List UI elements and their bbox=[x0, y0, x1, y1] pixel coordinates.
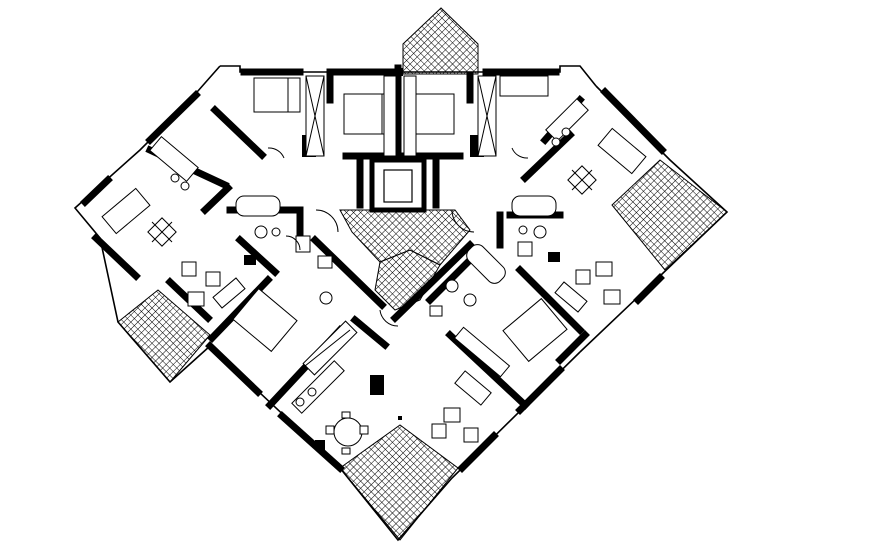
bedroom-south-east bbox=[453, 297, 568, 378]
bathroom-south bbox=[429, 244, 506, 317]
stair-landing-lower bbox=[374, 249, 441, 311]
dining-table bbox=[101, 187, 177, 247]
balcony-east bbox=[611, 159, 728, 271]
living-room bbox=[181, 261, 246, 309]
living-room-south bbox=[431, 370, 492, 443]
dining-table-south bbox=[325, 411, 369, 455]
door-swings bbox=[267, 147, 529, 327]
balcony-north bbox=[402, 7, 479, 75]
kitchen-east bbox=[545, 98, 589, 147]
kitchen-south bbox=[291, 360, 345, 414]
kitchen bbox=[149, 135, 199, 191]
elevator-car bbox=[383, 169, 413, 203]
living-room-east bbox=[554, 261, 621, 313]
bathroom bbox=[235, 195, 333, 305]
dining-table-east bbox=[567, 127, 647, 195]
bedroom bbox=[253, 75, 549, 157]
bathroom-east bbox=[511, 195, 557, 257]
bedroom-south-west bbox=[232, 287, 358, 376]
